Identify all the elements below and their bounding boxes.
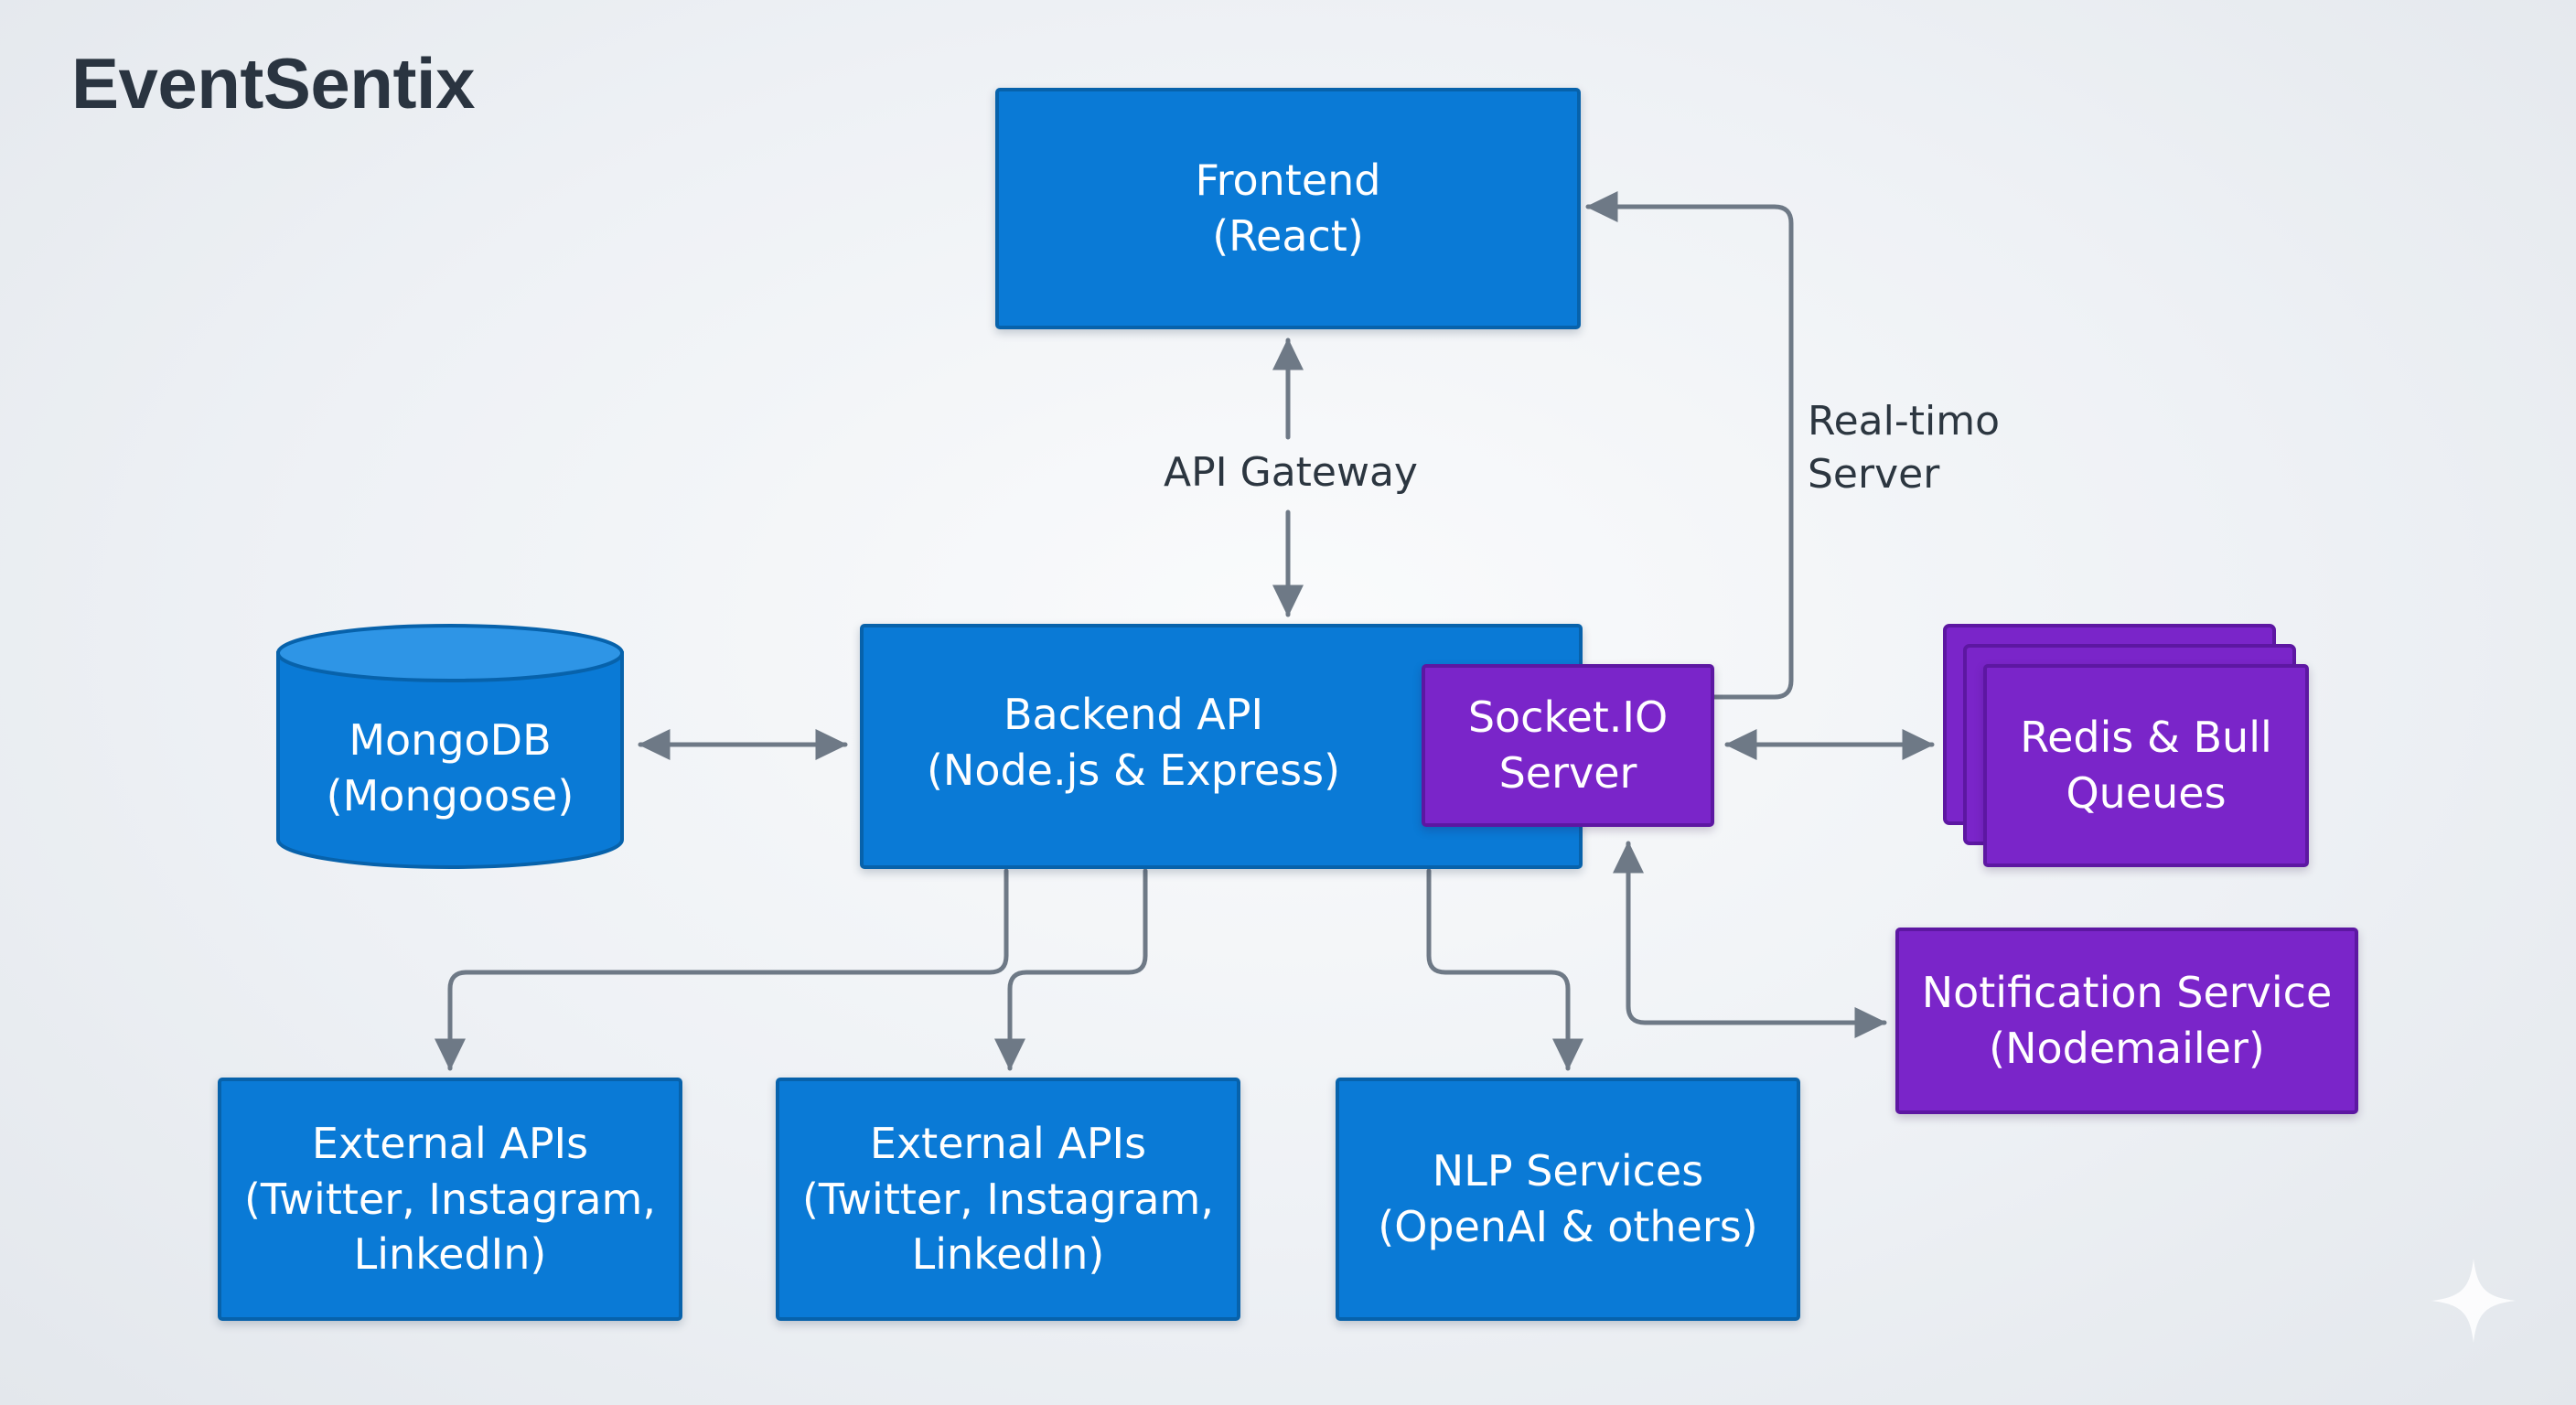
frontend-label: Frontend (React): [1195, 156, 1381, 261]
arrow-socket-notification: [1613, 841, 1887, 1038]
arrow-backend-external-2: [994, 868, 1148, 1071]
socket-io-node[interactable]: Socket.IO Server: [1422, 664, 1714, 827]
backend-api-label: Backend API (Node.js & Express): [926, 690, 1341, 795]
notification-service-label: Notification Service (Nodemailer): [1921, 968, 2333, 1073]
mongodb-label: MongoDB (Mongoose): [326, 715, 574, 820]
redis-bull-label: Redis & Bull Queues: [2020, 713, 2272, 818]
diagram-title: EventSentix: [71, 43, 475, 123]
nlp-services-node[interactable]: NLP Services (OpenAI & others): [1336, 1078, 1800, 1321]
external-apis-label-2: External APIs (Twitter, Instagram, Linke…: [801, 1118, 1214, 1280]
external-apis-node-1[interactable]: External APIs (Twitter, Instagram, Linke…: [218, 1078, 682, 1321]
arrow-realtime-to-frontend: [1585, 191, 1794, 700]
external-apis-node-2[interactable]: External APIs (Twitter, Instagram, Linke…: [776, 1078, 1240, 1321]
redis-bull-node[interactable]: Redis & Bull Queues: [1983, 664, 2309, 867]
frontend-node[interactable]: Frontend (React): [995, 88, 1581, 329]
api-gateway-label: API Gateway: [1164, 449, 1418, 496]
arrow-backend-external-1: [435, 868, 1009, 1071]
nlp-services-label: NLP Services (OpenAI & others): [1378, 1146, 1758, 1251]
socket-io-label: Socket.IO Server: [1467, 692, 1669, 798]
sparkle-icon: [2431, 1258, 2517, 1344]
mongodb-cylinder[interactable]: [276, 624, 624, 869]
arrow-backend-nlp: [1426, 868, 1583, 1071]
realtime-server-label: Real-timo Server: [1808, 398, 2000, 499]
external-apis-label-1: External APIs (Twitter, Instagram, Linke…: [243, 1118, 656, 1280]
notification-service-node[interactable]: Notification Service (Nodemailer): [1895, 928, 2358, 1114]
